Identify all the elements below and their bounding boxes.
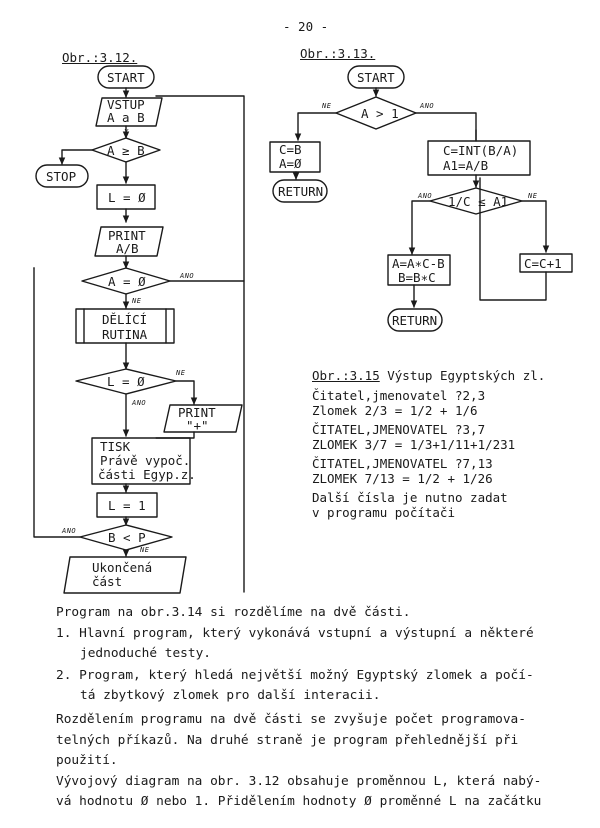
fig13-dec2-no: NE xyxy=(528,192,538,200)
fig15-caption-text: Výstup Egyptských zl. xyxy=(379,368,546,383)
fig13-dec1-no: NE xyxy=(322,102,332,110)
fig12-end-label-2: část xyxy=(92,574,123,589)
fig13-dec2-label: 1/C ≤ A1 xyxy=(448,194,509,209)
page-number: - 20 - xyxy=(283,19,329,34)
fig12-tisk-label-3: části Egyp.z. xyxy=(98,467,196,482)
fig12-subr-label-2: RUTINA xyxy=(102,327,148,342)
fig13-start-label: START xyxy=(357,70,395,85)
fig13-dec2-yes: ANO xyxy=(418,192,433,200)
fig12-input-label-2: A a B xyxy=(107,110,145,125)
fig12-dec4-diamond xyxy=(79,524,173,551)
fig13-calc2-label-2: B=B∗C xyxy=(398,270,436,285)
fig13-caption: Obr.:3.13. xyxy=(300,46,376,61)
fig12-print-label-2: A/B xyxy=(116,241,139,256)
fig12-print-ab xyxy=(94,226,164,257)
body-p3-a: Vývojový diagram na obr. 3.12 obsahuje p… xyxy=(56,774,542,789)
fig13-calc-label-2: A1=A/B xyxy=(443,158,489,173)
fig12-tisk-box xyxy=(91,437,191,485)
fig12-l0-label: L = Ø xyxy=(108,190,146,205)
fig15-line-6: ZLOMEK 7/13 = 1/2 + 1/26 xyxy=(312,471,493,486)
fig15-line-5: ČITATEL,JMENOVATEL ?7,13 xyxy=(312,456,493,471)
fig15-line-1: Čitatel,jmenovatel ?2,3 xyxy=(312,388,486,403)
fig12-assign-l1 xyxy=(96,492,158,518)
fig15-caption-prefix: Obr.:3.15 xyxy=(312,368,380,383)
body-p3-b: vá hodnotu Ø nebo 1. Přidělením hodnoty … xyxy=(56,794,542,809)
fig12-print-plus xyxy=(163,404,243,433)
fig12-stop-terminal xyxy=(35,164,89,188)
fig15-line-8: v programu počítači xyxy=(312,505,455,520)
body-li2-a: 2. Program, který hledá největší možný E… xyxy=(56,668,534,683)
fig12-caption: Obr.:3.12. xyxy=(62,50,138,65)
fig13-dec1-yes: ANO xyxy=(420,102,435,110)
body-p2-b: telných příkazů. Na druhé straně je prog… xyxy=(56,733,519,748)
body-p1: Program na obr.3.14 si rozdělíme na dvě … xyxy=(56,605,411,620)
fig12-stop-label: STOP xyxy=(46,169,77,184)
fig13-return-left xyxy=(272,179,328,203)
fig13-dec1-label: A > 1 xyxy=(361,106,399,121)
fig12-dec1-label: A ≥ B xyxy=(107,143,145,158)
fig15-line-2: Zlomek 2/3 = 1/2 + 1/6 xyxy=(312,403,478,418)
fig13-assign-label-2: A=Ø xyxy=(279,156,302,171)
fig12-tisk-label-1: TISK xyxy=(100,439,131,454)
fig12-end-label-1: Ukončená xyxy=(92,560,153,575)
fig12-dec2-label: A = Ø xyxy=(108,274,146,289)
body-li1-a: 1. Hlavní program, který vykonává vstupn… xyxy=(56,626,534,641)
fig12-input-label-1: VSTUP xyxy=(107,97,145,112)
fig12-dec3-label: L = Ø xyxy=(107,374,145,389)
fig13-calc-label-1: C=INT(B/A) xyxy=(443,143,519,158)
fig12-print-label-1: PRINT xyxy=(108,228,146,243)
fig13-calc2-box xyxy=(387,254,451,286)
fig12-l1-label: L = 1 xyxy=(108,498,146,513)
fig12-dec4-label: B < P xyxy=(108,530,146,545)
fig12-subr-label-1: DĚLÍCÍ xyxy=(102,312,148,327)
fig13-shapes xyxy=(269,65,573,332)
fig12-shapes xyxy=(33,65,245,594)
fig15-line-4: ZLOMEK 3/7 = 1/3+1/11+1/231 xyxy=(312,437,516,452)
fig13-return-left-label: RETURN xyxy=(278,184,324,199)
fig12-input-box xyxy=(95,97,163,127)
fig12-end-box xyxy=(63,556,187,594)
body-li1-b: jednoduché testy. xyxy=(80,646,211,661)
fig13-return-right xyxy=(387,308,443,332)
fig12-dec2-yes: ANO xyxy=(180,272,195,280)
fig12-subroutine xyxy=(75,308,175,344)
fig12-dec3-no: NE xyxy=(176,369,186,377)
fig13-calc2-label-1: A=A∗C-B xyxy=(392,256,445,271)
fig12-start-label: START xyxy=(107,70,145,85)
fig15-caption: Obr.:3.15 Výstup Egyptských zl. xyxy=(312,368,545,383)
fig13-assign-box xyxy=(269,141,321,173)
fig12-dec1-yes: Y xyxy=(124,128,129,136)
fig12-dec4-yes: ANO xyxy=(62,527,77,535)
fig12-tisk-label-2: Právě vypoč. xyxy=(100,453,191,468)
fig15-line-7: Další čísla je nutno zadat xyxy=(312,490,508,505)
fig13-return-right-label: RETURN xyxy=(392,313,438,328)
fig13-calc-box xyxy=(427,140,531,176)
fig15-line-3: ČITATEL,JMENOVATEL ?3,7 xyxy=(312,422,486,437)
body-p2-c: použití. xyxy=(56,753,118,768)
fig12-dec2-no: NE xyxy=(132,297,142,305)
fig12-print-plus-label-1: PRINT xyxy=(178,405,216,420)
fig12-dec4-no: NE xyxy=(140,546,150,554)
fig13-inc-label: C=C+1 xyxy=(524,256,562,271)
body-li2-b: tá zbytkový zlomek pro další interacii. xyxy=(80,688,381,703)
fig12-dec3-yes: ANO xyxy=(132,399,147,407)
fig12-dec1-diamond xyxy=(91,137,161,163)
body-p2-a: Rozdělením programu na dvě části se zvyš… xyxy=(56,712,526,727)
fig13-assign-label-1: C=B xyxy=(279,142,302,157)
fig12-print-plus-label-2: "+" xyxy=(186,418,209,433)
